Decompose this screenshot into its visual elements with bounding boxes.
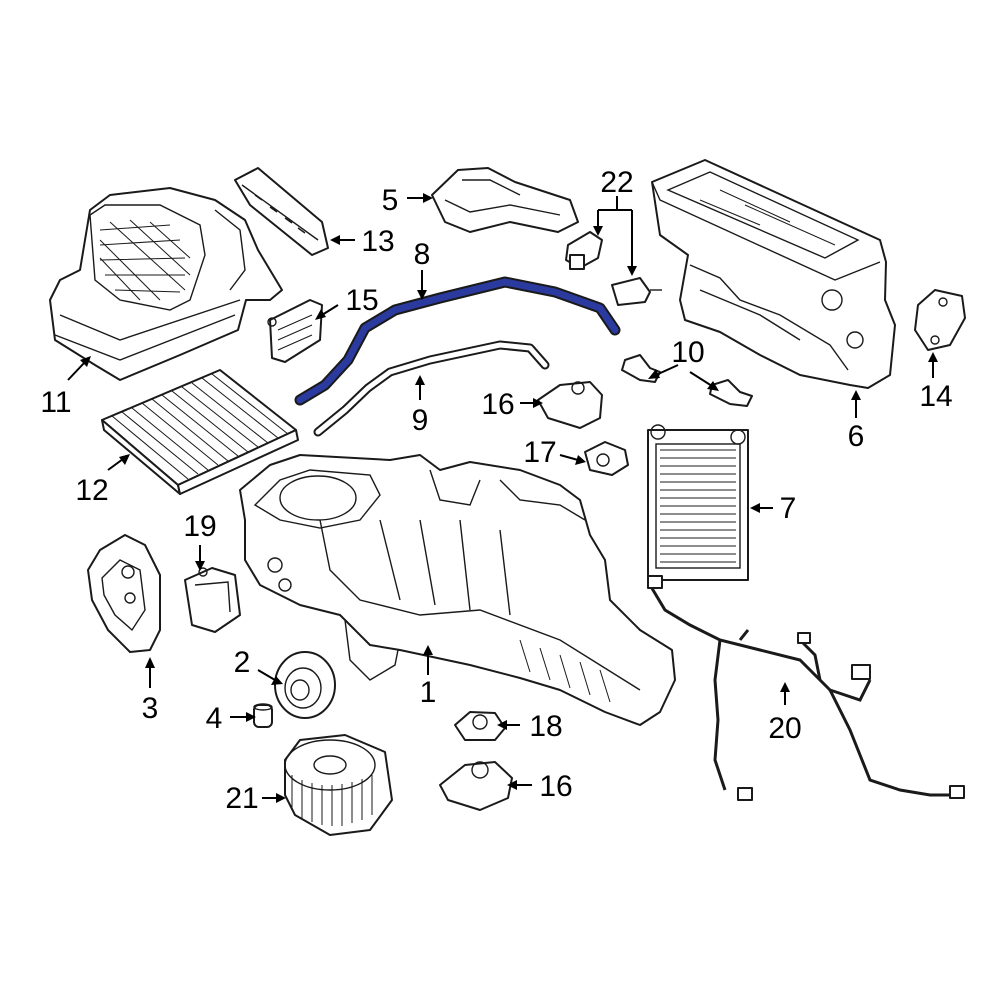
part-17-mount[interactable] xyxy=(584,441,629,476)
part-15-plate[interactable] xyxy=(267,299,323,363)
part-6-case[interactable] xyxy=(651,159,896,389)
leader-lines xyxy=(67,193,938,803)
part-5-duct[interactable] xyxy=(431,167,579,233)
callout-19: 19 xyxy=(183,510,216,543)
callout-5: 5 xyxy=(382,184,399,217)
part-19-actuator[interactable] xyxy=(184,567,241,633)
callout-7: 7 xyxy=(780,492,797,525)
part-4-bushing[interactable] xyxy=(253,703,273,728)
part-14-actuator[interactable] xyxy=(914,289,966,351)
callout-4: 4 xyxy=(206,702,223,735)
callout-20: 20 xyxy=(768,712,801,745)
part-18-mount[interactable] xyxy=(454,711,506,741)
callout-13: 13 xyxy=(361,225,394,258)
part-9-tube[interactable] xyxy=(313,340,550,437)
callout-8: 8 xyxy=(414,238,431,271)
part-7-heater-core[interactable] xyxy=(647,424,749,581)
callout-12: 12 xyxy=(75,474,108,507)
callout-14: 14 xyxy=(919,380,952,413)
part-16-actuator-upper[interactable] xyxy=(537,381,603,429)
part-8-tube[interactable] xyxy=(294,276,621,406)
part-1-main-case[interactable] xyxy=(239,454,676,726)
callout-16-upper: 16 xyxy=(481,388,514,421)
callout-1: 1 xyxy=(420,676,437,709)
callout-labels: 1 2 3 4 5 6 7 8 9 10 11 12 13 14 15 16 1… xyxy=(40,166,952,815)
callout-21: 21 xyxy=(225,782,258,815)
callout-10: 10 xyxy=(671,336,704,369)
callout-17: 17 xyxy=(523,436,556,469)
part-3-cover[interactable] xyxy=(87,534,161,653)
callout-11: 11 xyxy=(40,386,71,419)
callout-9: 9 xyxy=(412,404,429,437)
callout-6: 6 xyxy=(848,420,865,453)
callout-16-lower: 16 xyxy=(539,770,572,803)
part-11-housing[interactable] xyxy=(49,187,283,381)
callout-2: 2 xyxy=(234,646,251,679)
part-22-sensors[interactable] xyxy=(565,231,662,306)
callout-3: 3 xyxy=(142,692,159,725)
part-12-cabin-filter[interactable] xyxy=(101,369,299,495)
part-20-harness[interactable] xyxy=(647,575,965,801)
callout-22: 22 xyxy=(600,166,633,199)
part-13-bracket[interactable] xyxy=(234,167,329,256)
part-16-actuator-lower[interactable] xyxy=(439,761,513,811)
part-21-blower-motor[interactable] xyxy=(284,734,393,836)
part-2-mount[interactable] xyxy=(274,651,336,719)
callout-15: 15 xyxy=(345,284,378,317)
callout-18: 18 xyxy=(529,710,562,743)
